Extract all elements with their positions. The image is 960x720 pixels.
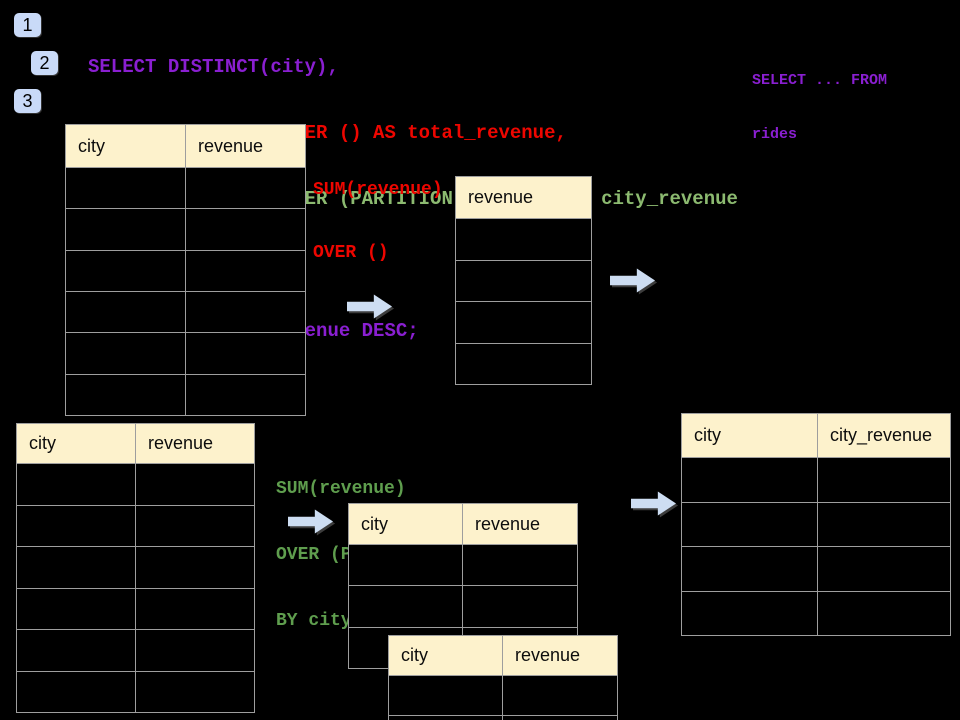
table-row bbox=[682, 591, 951, 636]
table-total-result: revenue bbox=[455, 176, 592, 385]
table-row bbox=[17, 505, 255, 547]
table-row bbox=[17, 547, 255, 589]
column-header-revenue: revenue bbox=[136, 424, 255, 464]
table-source-top: city revenue bbox=[65, 124, 306, 416]
arrow-right-icon bbox=[347, 294, 393, 319]
table-row bbox=[17, 588, 255, 630]
table-partition-overlay: city revenue bbox=[388, 635, 618, 720]
annotation-total-revenue: SUM(revenue) OVER () bbox=[313, 138, 443, 306]
table-row bbox=[17, 464, 255, 506]
sql-line-select: SELECT DISTINCT(city), bbox=[88, 56, 339, 78]
table-row bbox=[682, 547, 951, 592]
arrow-right-icon bbox=[288, 509, 334, 534]
table-row bbox=[349, 545, 578, 587]
table-row bbox=[17, 671, 255, 713]
column-header-revenue: revenue bbox=[186, 125, 306, 168]
column-header-revenue: revenue bbox=[456, 177, 592, 219]
arrow-right-icon bbox=[610, 268, 656, 293]
table-row bbox=[389, 676, 618, 716]
column-header-city: city bbox=[349, 504, 463, 545]
column-header-city: city bbox=[66, 125, 186, 168]
step-badge-3: 3 bbox=[14, 89, 41, 113]
step-badge-2: 2 bbox=[31, 51, 58, 75]
annotation-total-line1: SUM(revenue) bbox=[313, 180, 443, 200]
column-header-revenue: revenue bbox=[503, 636, 618, 676]
table-row bbox=[456, 260, 592, 302]
column-header-city-revenue: city_revenue bbox=[818, 414, 951, 458]
table-row bbox=[17, 630, 255, 672]
column-header-city: city bbox=[17, 424, 136, 464]
table-source-bottom: city revenue bbox=[16, 423, 255, 713]
table-row bbox=[349, 586, 578, 628]
table-row bbox=[456, 343, 592, 385]
side-code-snippet: SELECT ... FROM rides bbox=[752, 36, 887, 180]
table-row bbox=[66, 250, 306, 292]
table-row bbox=[66, 291, 306, 334]
annotation-partition-line1: SUM(revenue) bbox=[276, 479, 406, 499]
table-row bbox=[66, 168, 306, 210]
column-header-city: city bbox=[682, 414, 818, 458]
table-row bbox=[682, 502, 951, 547]
table-row bbox=[682, 458, 951, 503]
step-badge-1: 1 bbox=[14, 13, 41, 37]
side-code-line1: SELECT ... FROM bbox=[752, 72, 888, 89]
column-header-city: city bbox=[389, 636, 503, 676]
table-row bbox=[456, 219, 592, 261]
side-code-line2: rides bbox=[752, 126, 798, 143]
table-city-result: city city_revenue bbox=[681, 413, 951, 636]
table-row bbox=[66, 209, 306, 251]
annotation-total-line2: OVER () bbox=[313, 243, 389, 263]
table-row bbox=[456, 302, 592, 344]
table-row bbox=[66, 333, 306, 375]
table-row bbox=[389, 715, 618, 720]
column-header-revenue: revenue bbox=[463, 504, 578, 545]
table-row bbox=[66, 374, 306, 416]
arrow-right-icon bbox=[631, 491, 677, 516]
